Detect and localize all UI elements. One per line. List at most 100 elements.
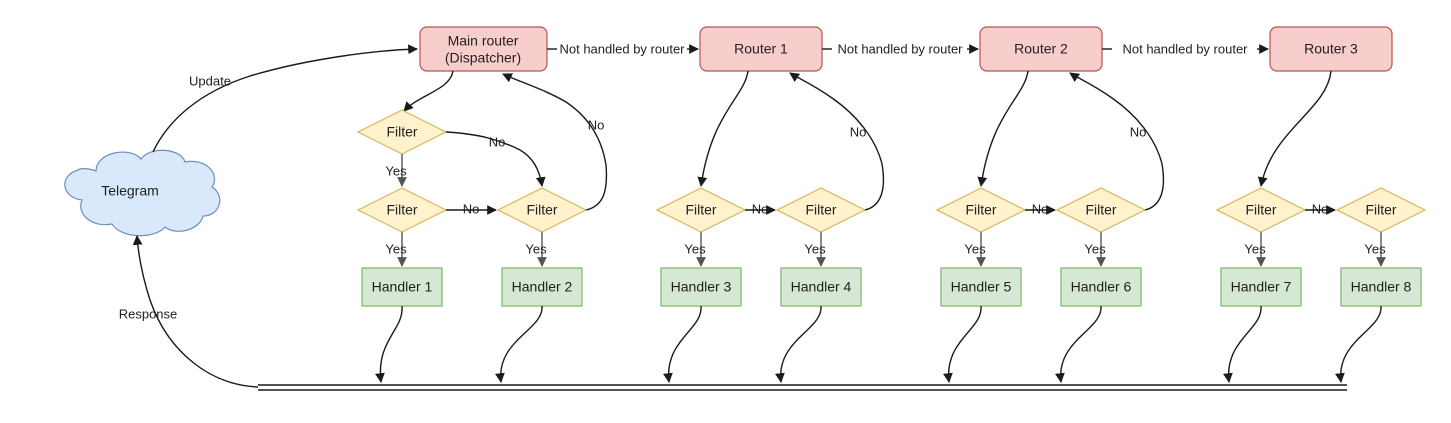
handler-6-label: Handler 6 <box>1071 279 1132 295</box>
handler-5-label: Handler 5 <box>951 279 1012 295</box>
handler-1-label: Handler 1 <box>372 279 433 295</box>
filter-4a[interactable]: Filter <box>1215 187 1307 233</box>
router-3[interactable]: Router 3 <box>1269 26 1393 72</box>
yes-label-8: Yes <box>1244 241 1266 256</box>
chain-3-label: Not handled by router <box>1122 41 1248 56</box>
edge-update: Update <box>152 44 418 153</box>
handler-5-box <box>940 267 1022 307</box>
filter-4b-label: Filter <box>1365 202 1396 218</box>
yes-label-2: Yes <box>385 241 407 256</box>
handler-1-box <box>361 267 443 307</box>
handler-4[interactable]: Handler 4 <box>780 267 862 307</box>
router-chain-link-2: Not handled by router <box>822 41 979 56</box>
edge-filter1a-no <box>445 131 546 187</box>
chain-1-label: Not handled by router <box>559 41 685 56</box>
edge-handler2-to-collector <box>495 305 543 383</box>
filter-1a[interactable]: Filter <box>356 109 448 155</box>
update-arrow <box>152 44 418 153</box>
router-main-label-line2: (Dispatcher) <box>445 50 521 66</box>
filter-1b[interactable]: Filter <box>356 187 448 233</box>
handler-7-label: Handler 7 <box>1231 279 1292 295</box>
handler-2[interactable]: Handler 2 <box>501 267 583 307</box>
yes-label-6: Yes <box>964 241 986 256</box>
filter-3b-label: Filter <box>1085 202 1116 218</box>
edge-handler7-to-collector <box>1223 305 1262 383</box>
router-chain-link-1: Not handled by router <box>547 41 699 56</box>
handler-4-box <box>780 267 862 307</box>
no-label-6: No <box>1032 201 1049 216</box>
no-label-5: No <box>850 124 867 139</box>
edge-handler8-to-collector <box>1335 305 1382 383</box>
handler-3[interactable]: Handler 3 <box>660 267 742 307</box>
filter-2b[interactable]: Filter <box>775 187 867 233</box>
response-label: Response <box>119 306 178 321</box>
edge-handler3-to-collector <box>663 305 702 383</box>
update-label: Update <box>189 73 231 88</box>
filter-1c[interactable]: Filter <box>496 187 588 233</box>
no-label-4: No <box>752 201 769 216</box>
handler-3-label: Handler 3 <box>671 279 732 295</box>
router-main-label-line1: Main router <box>448 33 519 49</box>
yes-label-3: Yes <box>525 241 547 256</box>
filter-3a-label: Filter <box>965 202 996 218</box>
edge-filter3b-no-return <box>1069 72 1165 211</box>
edge-handler5-to-collector <box>943 305 982 383</box>
edge-handler6-to-collector <box>1055 305 1102 383</box>
handler-8-box <box>1340 267 1422 307</box>
handler-7-box <box>1220 267 1302 307</box>
filter-3b[interactable]: Filter <box>1055 187 1147 233</box>
edge-router2-to-filter-3a <box>977 70 1029 187</box>
no-label-8: No <box>1312 201 1329 216</box>
filter-4a-label: Filter <box>1245 202 1276 218</box>
edge-filter2b-no-return <box>789 72 885 211</box>
filter-1a-label: Filter <box>386 124 417 140</box>
response-collector-bar <box>258 384 1347 391</box>
filter-1c-label: Filter <box>526 202 557 218</box>
router-2-label: Router 2 <box>1014 41 1068 57</box>
yes-label-1: Yes <box>385 163 407 178</box>
edge-handler1-to-collector <box>375 305 403 383</box>
handler-6-box <box>1060 267 1142 307</box>
filter-2a-label: Filter <box>685 202 716 218</box>
yes-label-5: Yes <box>804 241 826 256</box>
no-label-2: No <box>463 201 480 216</box>
handler-4-label: Handler 4 <box>791 279 852 295</box>
router-1-label: Router 1 <box>734 41 788 57</box>
handler-2-label: Handler 2 <box>512 279 573 295</box>
handler-3-box <box>660 267 742 307</box>
telegram-label: Telegram <box>101 183 159 199</box>
edge-handler4-to-collector <box>775 305 822 383</box>
handler-8-label: Handler 8 <box>1351 279 1412 295</box>
no-label-1: No <box>489 134 506 149</box>
edge-router3-to-filter-4a <box>1257 70 1332 187</box>
handler-6[interactable]: Handler 6 <box>1060 267 1142 307</box>
telegram-cloud-node[interactable]: Telegram <box>64 149 221 237</box>
router-chain-link-3: Not handled by router <box>1102 41 1269 56</box>
no-label-3: No <box>588 117 605 132</box>
handler-1[interactable]: Handler 1 <box>361 267 443 307</box>
edge-router1-to-filter-2a <box>697 70 749 187</box>
filter-2a[interactable]: Filter <box>655 187 747 233</box>
handler-5[interactable]: Handler 5 <box>940 267 1022 307</box>
handler-8[interactable]: Handler 8 <box>1340 267 1422 307</box>
filter-4b[interactable]: Filter <box>1335 187 1427 233</box>
yes-label-4: Yes <box>684 241 706 256</box>
edge-response: Response <box>119 235 259 388</box>
response-arrow <box>132 235 259 388</box>
cloud-shape <box>64 149 221 237</box>
yes-label-9: Yes <box>1364 241 1386 256</box>
router-1[interactable]: Router 1 <box>699 26 823 72</box>
router-2[interactable]: Router 2 <box>979 26 1103 72</box>
yes-label-7: Yes <box>1084 241 1106 256</box>
filter-2b-label: Filter <box>805 202 836 218</box>
edge-main-to-filter-1a <box>403 70 454 112</box>
filter-3a[interactable]: Filter <box>935 187 1027 233</box>
router-main[interactable]: Main router (Dispatcher) <box>419 26 548 72</box>
handler-7[interactable]: Handler 7 <box>1220 267 1302 307</box>
router-3-label: Router 3 <box>1304 41 1358 57</box>
chain-2-label: Not handled by router <box>837 41 963 56</box>
edge-filter1c-no-return <box>502 73 608 211</box>
no-label-7: No <box>1130 124 1147 139</box>
